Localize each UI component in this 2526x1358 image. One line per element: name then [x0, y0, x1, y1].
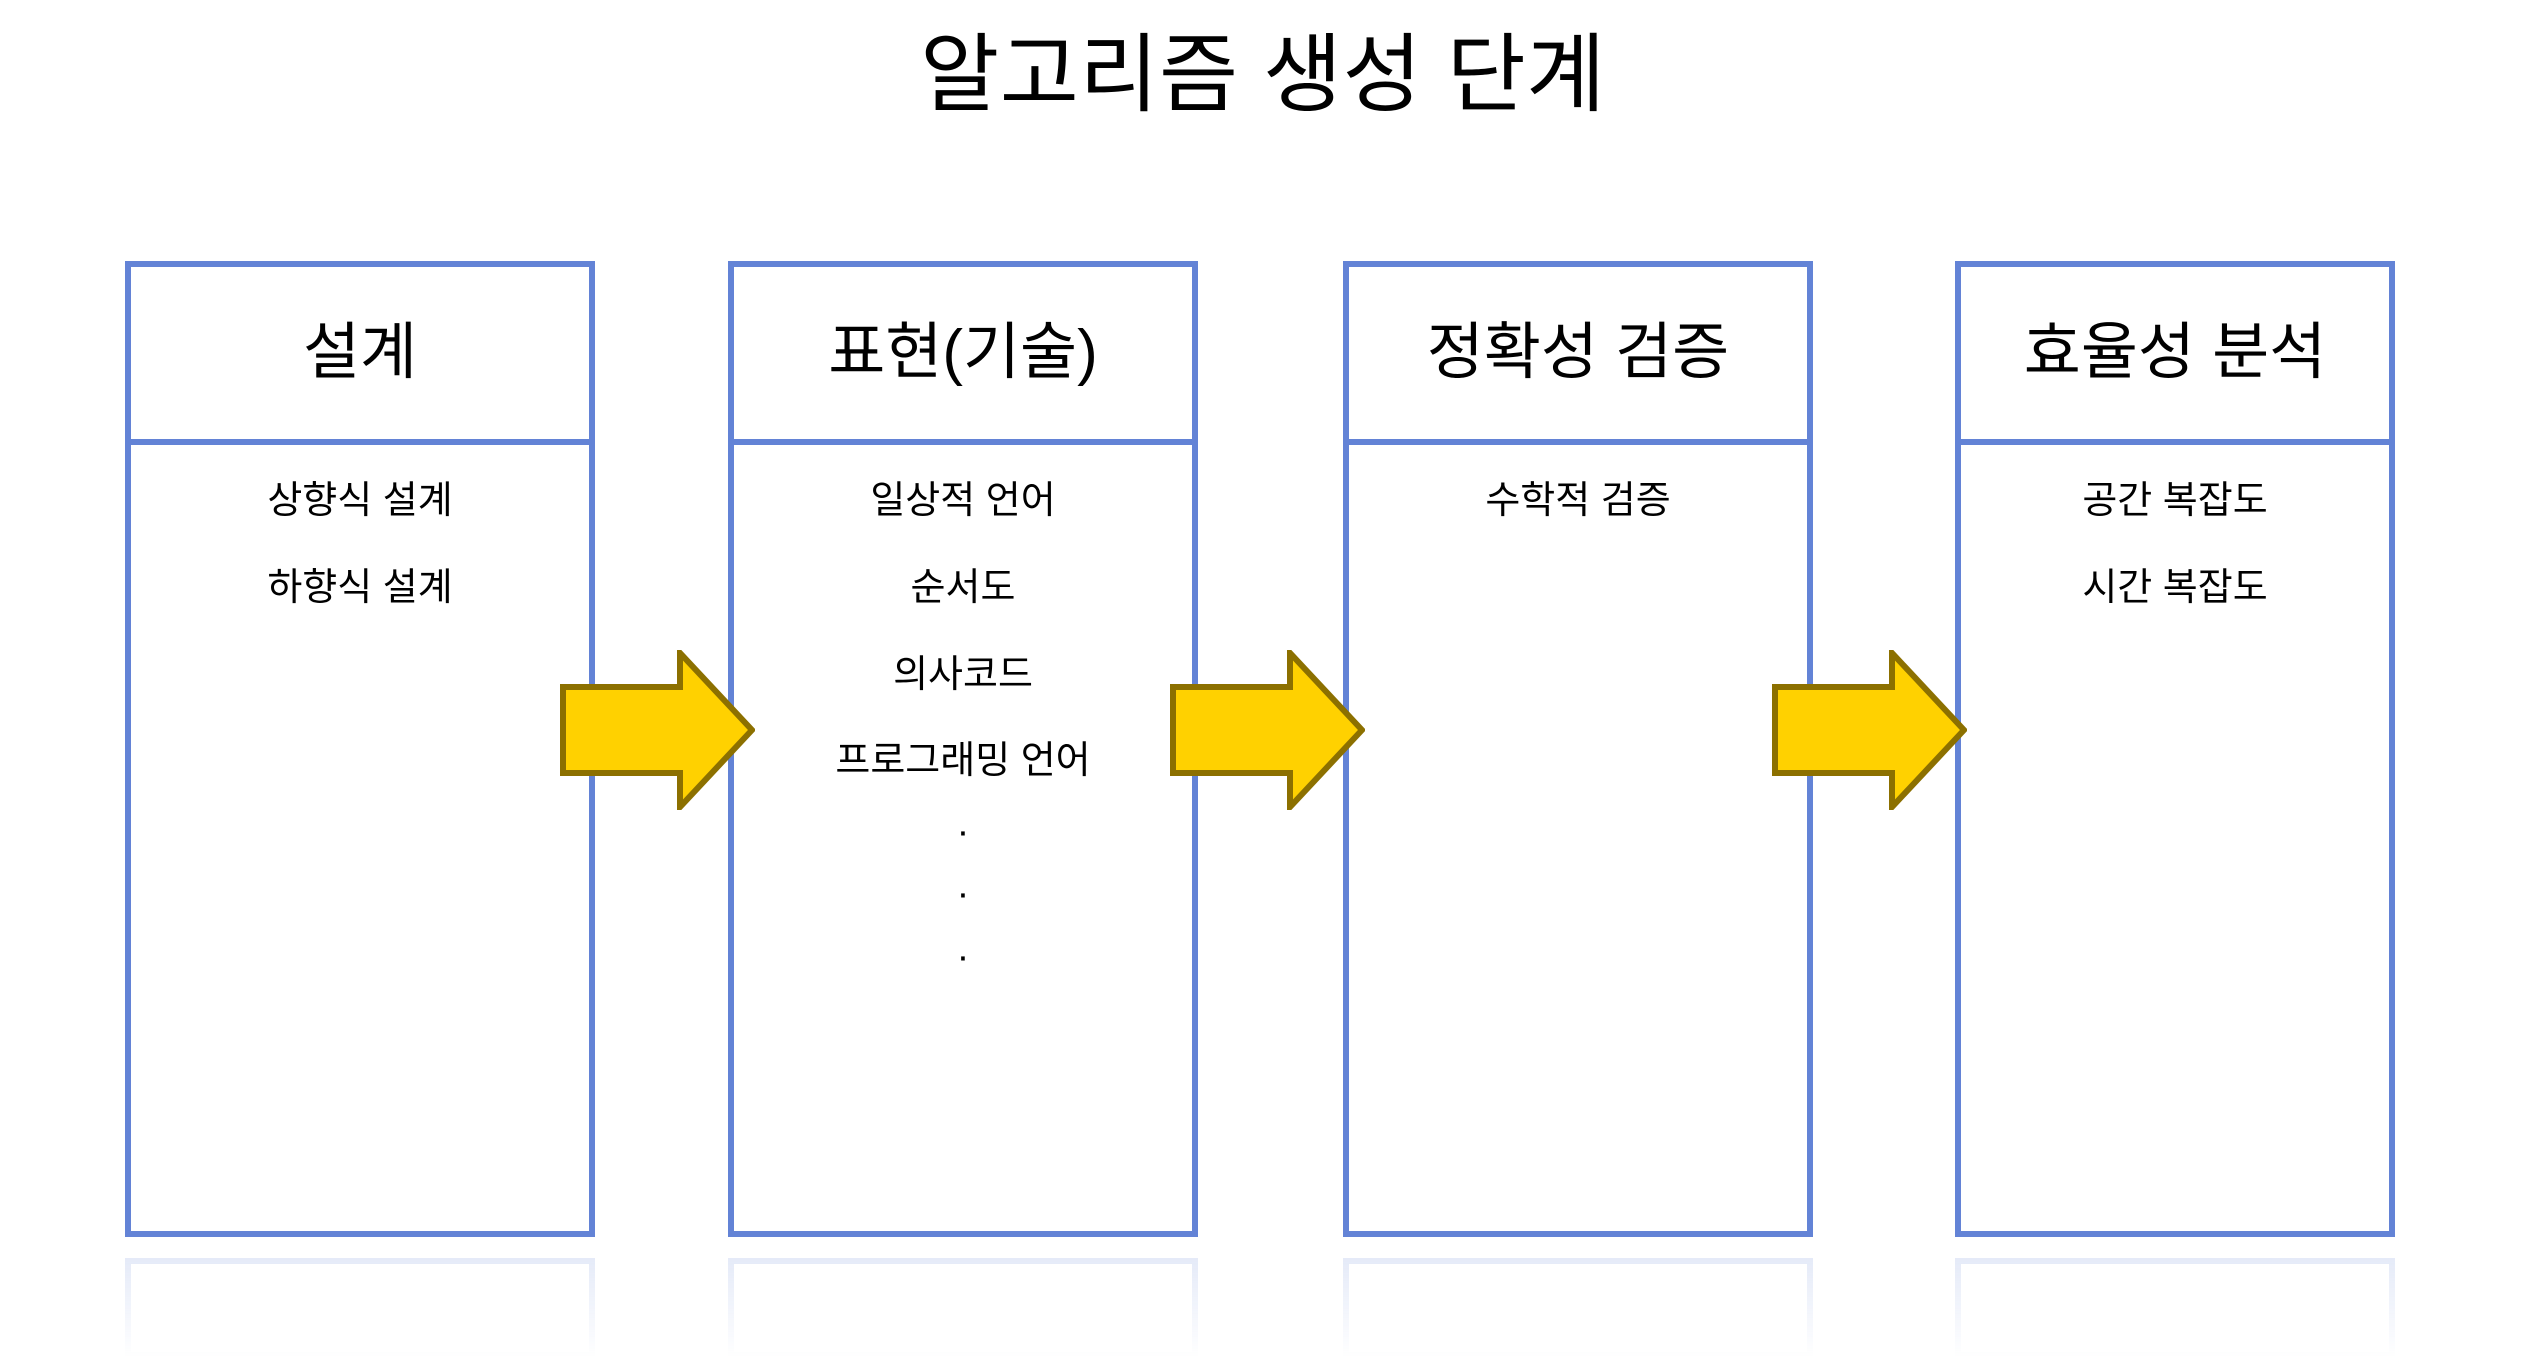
ellipsis-dot: ·: [956, 811, 970, 854]
stage-body-design: 상향식 설계 하향식 설계: [131, 445, 589, 1231]
page-title: 알고리즘 생성 단계: [920, 27, 1606, 123]
stage-item: 순서도: [910, 566, 1016, 609]
stage-box-representation[interactable]: 표현(기술) 일상적 언어 순서도 의사코드 프로그래밍 언어 · · ·: [728, 261, 1198, 1237]
stage-header-correctness-verification: 정확성 검증: [1349, 267, 1807, 445]
stage-box-correctness-verification[interactable]: 정확성 검증 수학적 검증: [1343, 261, 1813, 1237]
stage-body-efficiency-analysis: 공간 복잡도 시간 복잡도: [1961, 445, 2389, 1231]
stage-box-reflection-representation: [728, 1258, 1198, 1358]
right-arrow-icon: [1170, 650, 1365, 810]
stage-body-correctness-verification: 수학적 검증: [1349, 445, 1807, 1231]
stage-item: 프로그래밍 언어: [835, 740, 1091, 783]
stage-item: 일상적 언어: [870, 480, 1056, 522]
stage-item: 시간 복잡도: [2082, 566, 2268, 609]
ellipsis-dot: ·: [956, 935, 970, 978]
stage-header-label: 정확성 검증: [1426, 317, 1730, 387]
stage-item: 의사코드: [893, 653, 1033, 696]
stage-header-efficiency-analysis: 효율성 분석: [1961, 267, 2389, 445]
stage-box-reflection-design: [125, 1258, 595, 1358]
ellipsis-dot: ·: [956, 873, 970, 916]
stage-box-reflection-verification: [1343, 1258, 1813, 1358]
right-arrow-icon: [1772, 650, 1967, 810]
right-arrow-icon: [560, 650, 755, 810]
stage-body-representation: 일상적 언어 순서도 의사코드 프로그래밍 언어 · · ·: [734, 445, 1192, 1231]
stage-item: 상향식 설계: [267, 480, 453, 522]
stage-header-representation: 표현(기술): [734, 267, 1192, 445]
stage-item: 수학적 검증: [1485, 480, 1671, 522]
stage-box-efficiency-analysis[interactable]: 효율성 분석 공간 복잡도 시간 복잡도: [1955, 261, 2395, 1237]
vertical-ellipsis-icon: · · ·: [956, 811, 970, 1000]
stage-header-design: 설계: [131, 267, 589, 445]
stage-box-reflection-analysis: [1955, 1258, 2395, 1358]
stage-header-label: 효율성 분석: [2023, 317, 2327, 387]
stage-box-design[interactable]: 설계 상향식 설계 하향식 설계: [125, 261, 595, 1237]
stage-item: 하향식 설계: [267, 566, 453, 609]
stage-header-label: 표현(기술): [828, 317, 1098, 387]
stage-item: 공간 복잡도: [2082, 480, 2268, 522]
stage-header-label: 설계: [302, 317, 418, 387]
